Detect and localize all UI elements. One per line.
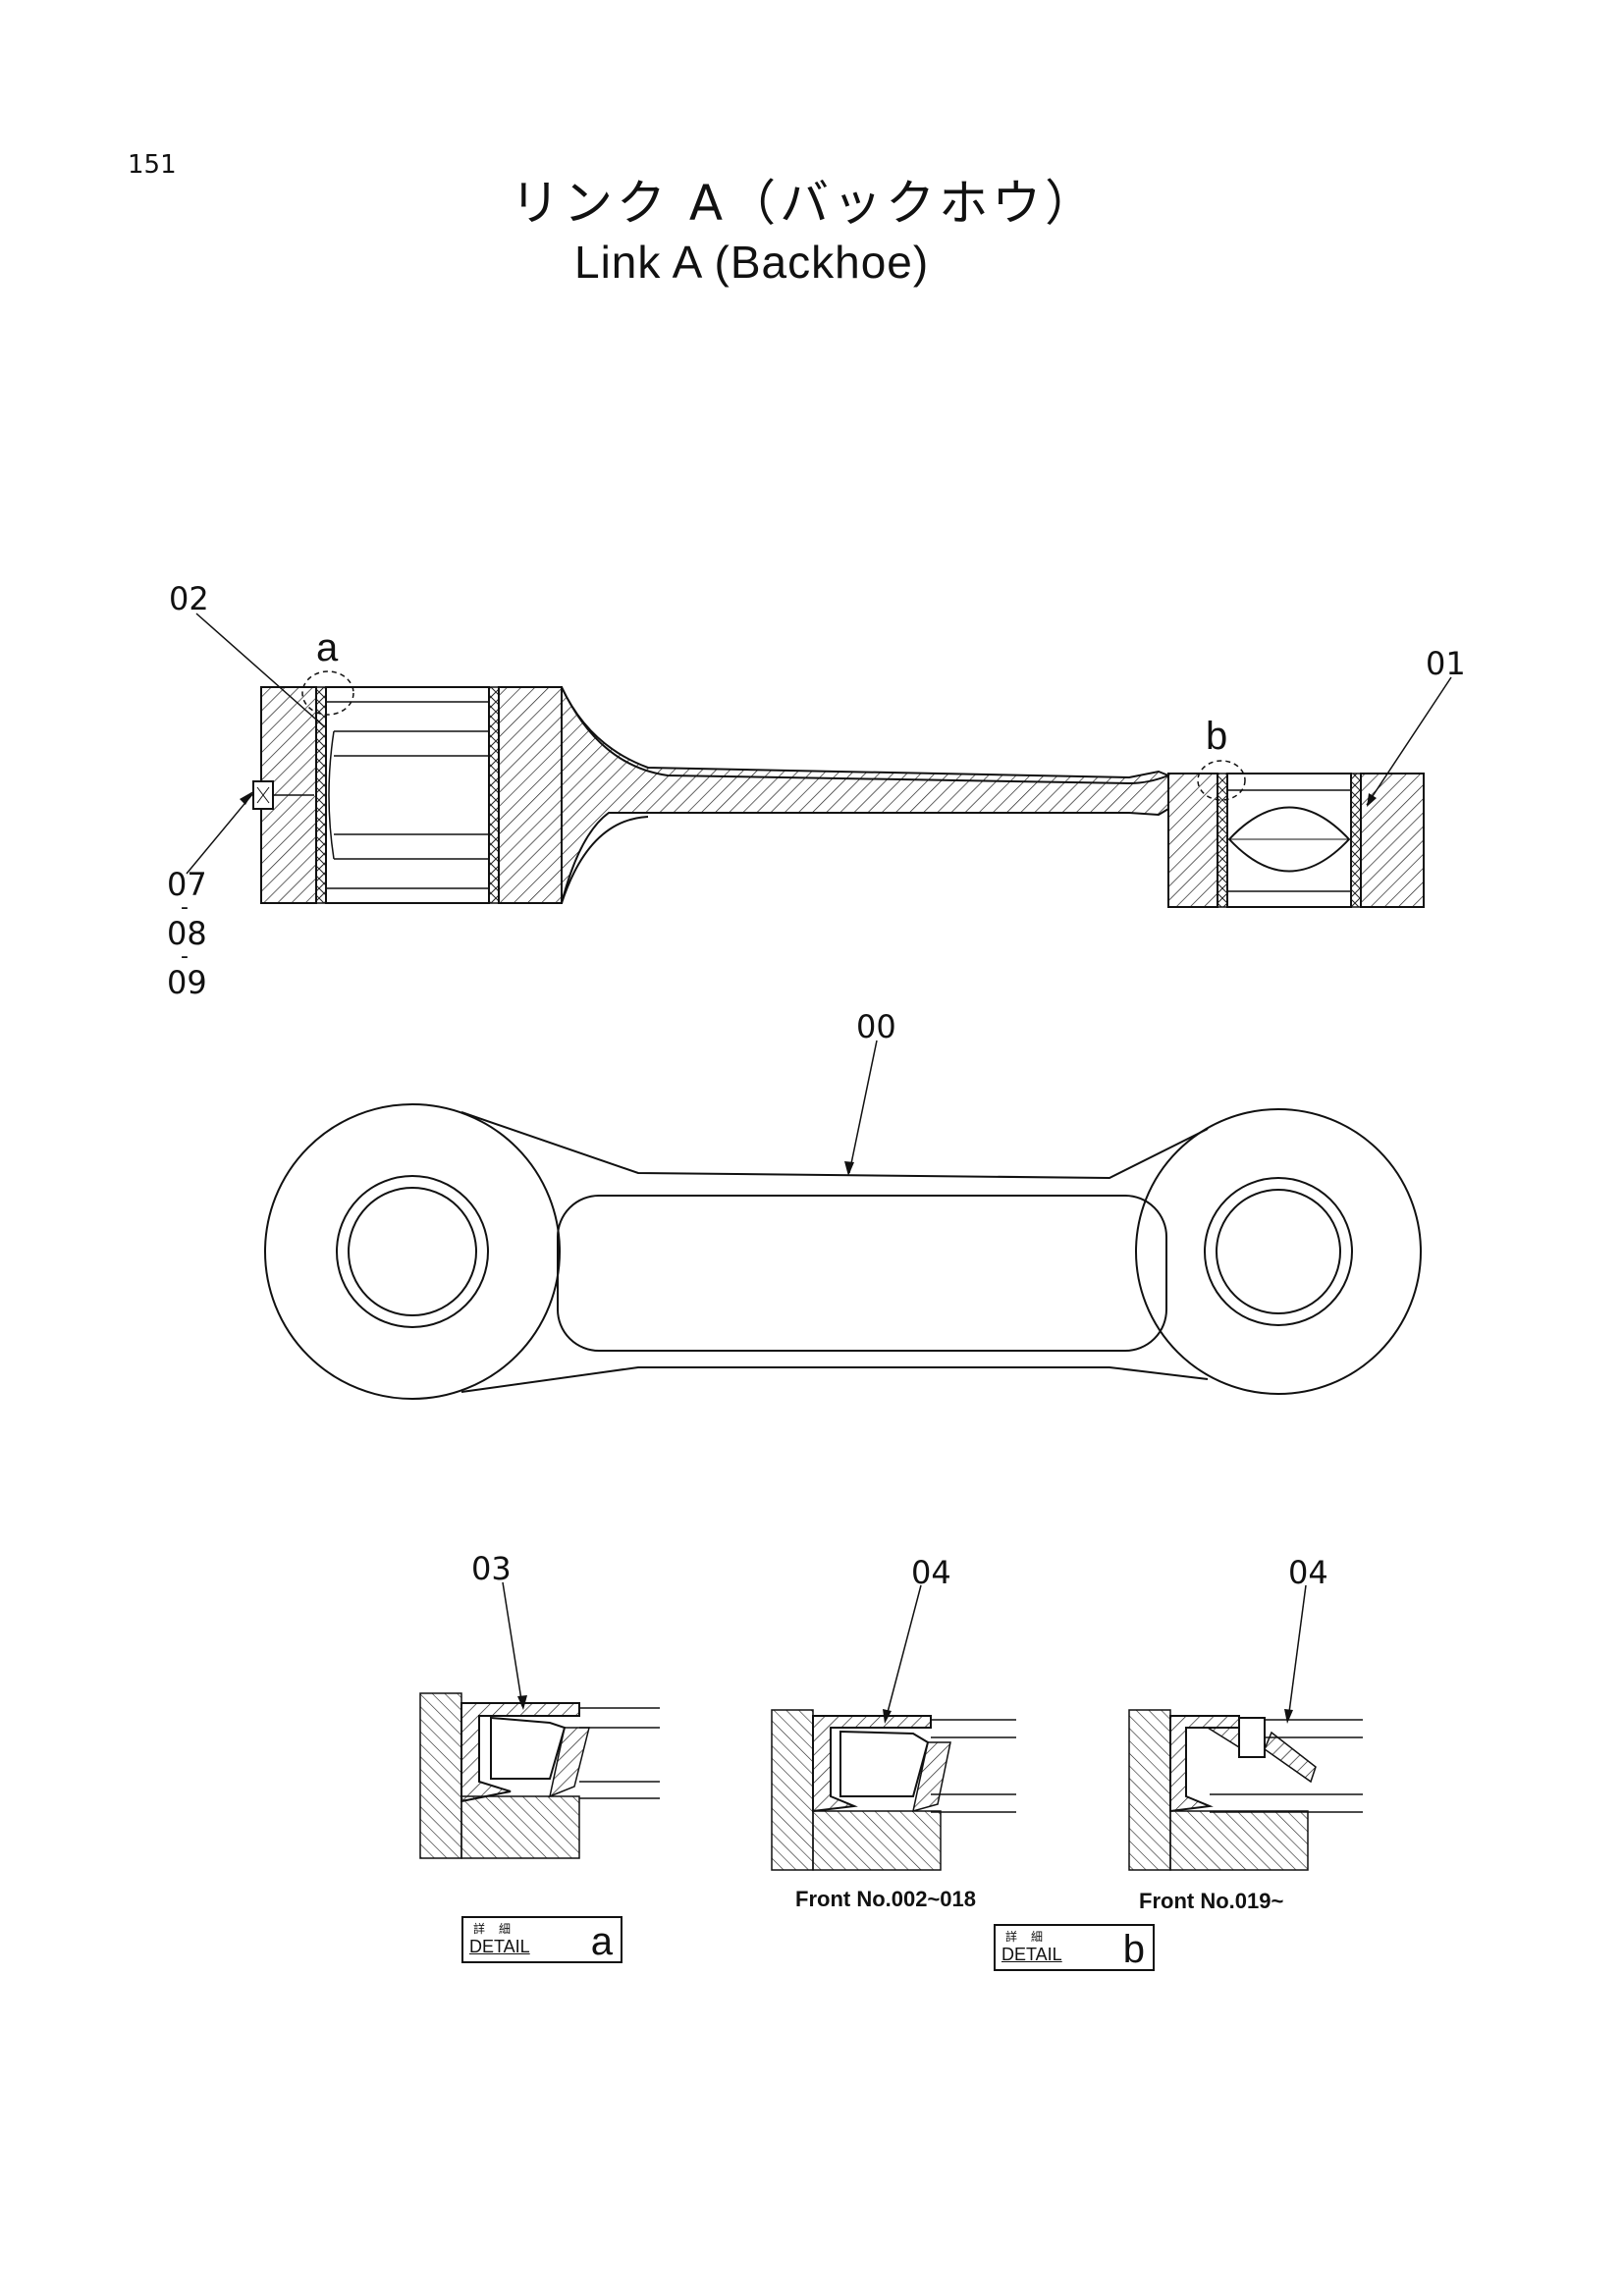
callout-04-first: 04: [911, 1554, 951, 1591]
leader-07: [186, 792, 254, 875]
callout-02: 02: [169, 580, 209, 617]
detail-b-marker: [1197, 760, 1246, 801]
detail-b-letter: b: [1122, 1928, 1145, 1971]
arrowhead-04a: [883, 1709, 892, 1724]
detail-b-label: 詳細 DETAIL b: [994, 1924, 1155, 1971]
leader-02: [195, 613, 325, 727]
left-boss-section: [252, 686, 563, 904]
callout-08: 08: [167, 915, 207, 952]
title-english: Link A (Backhoe): [574, 237, 930, 288]
right-boss-section: [1167, 773, 1425, 908]
detail-a-label: 詳細 DETAIL a: [461, 1916, 622, 1963]
detail-a-word: DETAIL: [469, 1937, 530, 1956]
page-number: 151: [128, 150, 177, 180]
callout-03: 03: [471, 1550, 512, 1587]
callout-04-second: 04: [1288, 1554, 1328, 1591]
leader-04a: [885, 1584, 922, 1721]
front-note-002-018: Front No.002~018: [795, 1887, 977, 1911]
detail-a-drawing: [419, 1692, 660, 1859]
callout-07: 07: [167, 866, 207, 903]
callout-09: 09: [167, 964, 207, 1001]
leader-03: [502, 1581, 523, 1707]
detail-a-marker: [301, 670, 354, 716]
detail-b-drawing-2: [1128, 1709, 1363, 1871]
detail-b-kanji: 詳細: [1005, 1930, 1057, 1944]
title-japanese: リンク A（バックホウ）: [511, 175, 1099, 232]
callout-b: b: [1206, 715, 1228, 758]
arrowhead-07: [240, 791, 253, 805]
detail-b-word: DETAIL: [1001, 1945, 1062, 1964]
leader-00: [848, 1040, 878, 1174]
callout-a: a: [316, 626, 339, 669]
arrowhead-03: [517, 1695, 527, 1710]
detail-a-kanji: 詳細: [473, 1922, 525, 1936]
link-plan-view: [264, 1103, 1422, 1400]
callout-01: 01: [1426, 645, 1466, 682]
callout-00: 00: [856, 1008, 896, 1045]
front-note-019: Front No.019~: [1139, 1889, 1284, 1913]
arrowhead-01: [1367, 793, 1377, 807]
arrowhead-00: [844, 1161, 854, 1176]
link-shank-section: [561, 686, 1169, 904]
leader-04b: [1287, 1584, 1307, 1721]
arrowhead-04b: [1284, 1709, 1293, 1724]
leader-01: [1366, 676, 1452, 806]
detail-b-drawing-1: [771, 1709, 1016, 1871]
callout-dash-2: -: [181, 944, 189, 969]
detail-a-letter: a: [590, 1920, 613, 1963]
callout-dash-1: -: [181, 895, 189, 920]
